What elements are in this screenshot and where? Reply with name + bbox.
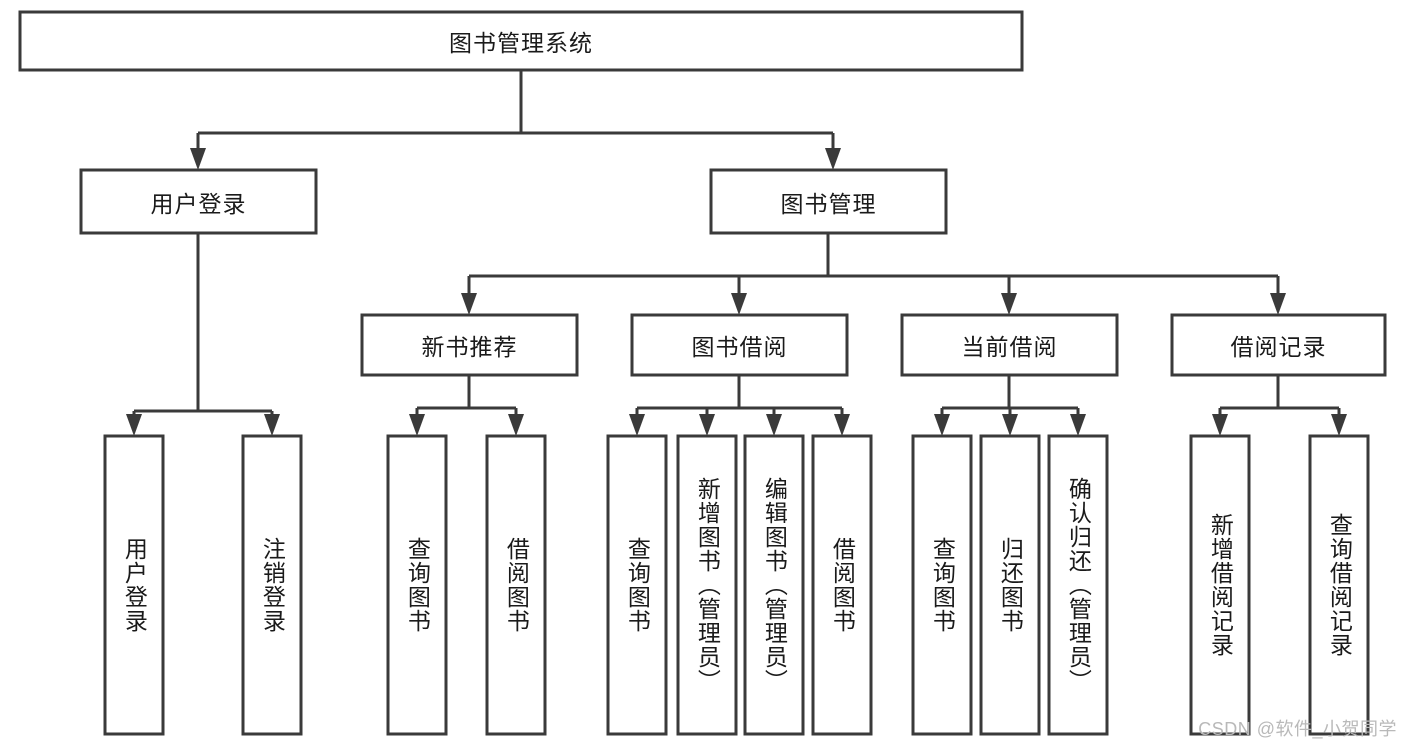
leaf-node-box-9 bbox=[979, 434, 1041, 736]
csdn-watermark: CSDN @软件_小贺同学 bbox=[1198, 719, 1397, 739]
level2-node-box-2 bbox=[900, 313, 1119, 377]
leaf-node-box-4 bbox=[606, 434, 668, 736]
level1-node-box-1 bbox=[709, 168, 948, 235]
leaf-node-box-3 bbox=[485, 434, 547, 736]
leaf-node-box-1 bbox=[241, 434, 303, 736]
level1-node-box-0 bbox=[79, 168, 318, 235]
leaf-node-box-0 bbox=[103, 434, 165, 736]
leaf-node-box-7 bbox=[811, 434, 873, 736]
level2-node-box-1 bbox=[630, 313, 849, 377]
box-layer bbox=[18, 10, 1387, 736]
leaf-node-box-12 bbox=[1308, 434, 1370, 736]
level2-node-box-0 bbox=[360, 313, 579, 377]
leaf-node-box-6 bbox=[743, 434, 805, 736]
leaf-node-box-2 bbox=[386, 434, 448, 736]
root-node-box bbox=[18, 10, 1024, 72]
level2-node-box-3 bbox=[1170, 313, 1387, 377]
connector-layer bbox=[126, 70, 1347, 436]
leaf-node-box-8 bbox=[911, 434, 973, 736]
leaf-node-box-10 bbox=[1047, 434, 1109, 736]
leaf-node-box-11 bbox=[1189, 434, 1251, 736]
leaf-node-box-5 bbox=[676, 434, 738, 736]
